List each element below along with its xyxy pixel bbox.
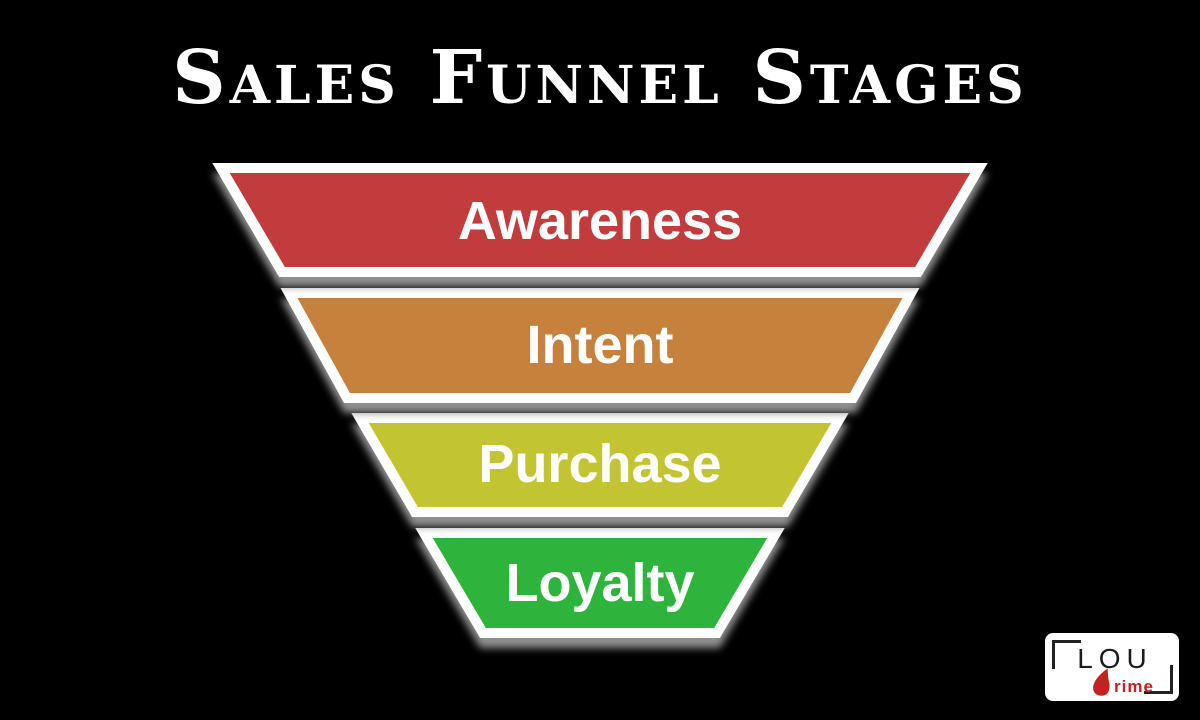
funnel-stage-loyalty: Loyalty	[415, 528, 785, 638]
corner-bracket-top-left-icon	[1052, 640, 1081, 669]
corner-bracket-bottom-right-icon	[1144, 665, 1173, 694]
logo-lou-prime: LOU rime	[1045, 633, 1179, 701]
funnel-stage-awareness-label: Awareness	[458, 191, 742, 251]
drop-icon	[1093, 668, 1110, 696]
funnel-stage-awareness-shape	[212, 163, 988, 277]
funnel-stage-intent: Intent	[280, 288, 920, 403]
page-title: Sales Funnel Stages	[172, 35, 1028, 121]
funnel-stage-purchase-label: Purchase	[478, 434, 721, 494]
logo-text: LOU	[1077, 643, 1153, 674]
logo-subtext: rime	[1114, 677, 1154, 696]
funnel-stage-awareness: Awareness	[212, 163, 988, 277]
funnel-stage-loyalty-label: Loyalty	[505, 553, 694, 613]
funnel-stage-intent-shape	[280, 288, 920, 403]
funnel-stage-purchase: Purchase	[351, 413, 849, 517]
funnel-stage-loyalty-shape	[415, 528, 785, 638]
funnel-stage-intent-label: Intent	[527, 315, 674, 375]
funnel-stage-purchase-shape	[351, 413, 849, 517]
